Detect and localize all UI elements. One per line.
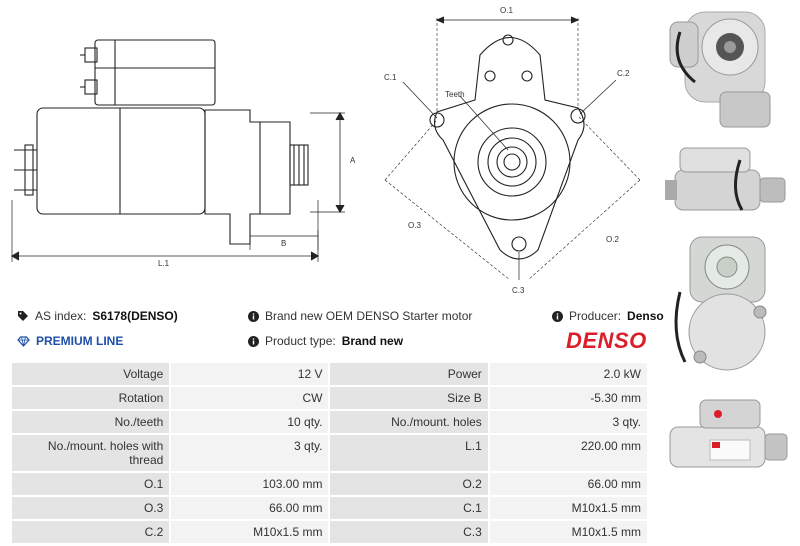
as-index-label: AS index: xyxy=(35,309,87,323)
premium-line-label: PREMIUM LINE xyxy=(36,334,124,348)
spec-value: 10 qty. xyxy=(171,411,329,433)
dim-label-o1: O.1 xyxy=(500,6,513,15)
product-type-row: Product type: Brand new xyxy=(248,334,403,348)
dim-label-a: A xyxy=(350,156,356,165)
producer-label: Producer: xyxy=(569,309,622,323)
spec-value: 12 V xyxy=(171,363,329,385)
dim-label-o3: O.3 xyxy=(408,221,421,230)
spec-label: No./teeth xyxy=(12,411,170,433)
info-icon xyxy=(248,335,259,347)
technical-drawings: A B L.1 O.1 O.2 O.3 C.1 C.2 C.3 Teeth xyxy=(10,6,641,295)
spec-value: 3 qty. xyxy=(489,411,647,433)
info-icon xyxy=(248,310,259,322)
spec-value: 220.00 mm xyxy=(489,435,647,471)
denso-logo: DENSO xyxy=(566,328,647,353)
dim-label-c1: C.1 xyxy=(384,73,397,82)
dim-label-l1: L.1 xyxy=(158,259,170,268)
dim-label-o2: O.2 xyxy=(606,235,619,244)
spec-label: L.1 xyxy=(330,435,488,471)
info-icon xyxy=(552,310,563,322)
spec-label: Power xyxy=(330,363,488,385)
tag-icon xyxy=(17,310,29,322)
starter-rear-photo xyxy=(674,236,767,371)
as-index-value: S6178(DENSO) xyxy=(92,309,178,323)
spec-label: O.1 xyxy=(12,473,170,495)
table-row: O.3 66.00 mm C.1 M10x1.5 mm xyxy=(12,497,647,519)
table-row: Voltage 12 V Power 2.0 kW xyxy=(12,363,647,385)
product-photo-2[interactable] xyxy=(660,140,795,222)
table-row: No./mount. holes with thread 3 qty. L.1 … xyxy=(12,435,647,471)
spec-value: 3 qty. xyxy=(171,435,329,471)
premium-line-row: PREMIUM LINE xyxy=(17,334,123,348)
diamond-icon xyxy=(17,335,30,347)
side-view-drawing xyxy=(10,39,345,262)
starter-label-photo xyxy=(669,399,788,468)
spec-label: Voltage xyxy=(12,363,170,385)
producer-value: Denso xyxy=(627,309,664,323)
spec-label: No./mount. holes with thread xyxy=(12,435,170,471)
starter-front-photo xyxy=(669,11,771,128)
spec-value: M10x1.5 mm xyxy=(171,521,329,543)
dim-label-teeth: Teeth xyxy=(445,90,465,99)
spec-label: Size B xyxy=(330,387,488,409)
spec-label: O.3 xyxy=(12,497,170,519)
producer-row: Producer: Denso xyxy=(552,309,664,323)
spec-value: M10x1.5 mm xyxy=(489,521,647,543)
product-photo-3[interactable] xyxy=(660,232,795,382)
product-photo-1[interactable] xyxy=(660,2,795,137)
spec-label: O.2 xyxy=(330,473,488,495)
spec-value: -5.30 mm xyxy=(489,387,647,409)
product-type-label: Product type: xyxy=(265,334,336,348)
spec-value: 2.0 kW xyxy=(489,363,647,385)
spec-label: C.3 xyxy=(330,521,488,543)
spec-value: CW xyxy=(171,387,329,409)
spec-value: 66.00 mm xyxy=(171,497,329,519)
spec-label: C.1 xyxy=(330,497,488,519)
spec-value: 66.00 mm xyxy=(489,473,647,495)
table-row: C.2 M10x1.5 mm C.3 M10x1.5 mm xyxy=(12,521,647,543)
dim-label-c3: C.3 xyxy=(512,286,525,295)
table-row: Rotation CW Size B -5.30 mm xyxy=(12,387,647,409)
dim-label-b: B xyxy=(281,239,286,248)
description-text: Brand new OEM DENSO Starter motor xyxy=(265,309,473,323)
spec-label: No./mount. holes xyxy=(330,411,488,433)
product-type-value: Brand new xyxy=(341,334,404,348)
spec-label: C.2 xyxy=(12,521,170,543)
table-row: No./teeth 10 qty. No./mount. holes 3 qty… xyxy=(12,411,647,433)
spec-value: 103.00 mm xyxy=(171,473,329,495)
front-view-drawing xyxy=(384,16,641,281)
dim-label-c2: C.2 xyxy=(617,69,630,78)
spec-label: Rotation xyxy=(12,387,170,409)
description-row: Brand new OEM DENSO Starter motor xyxy=(248,309,472,323)
product-photo-4[interactable] xyxy=(660,392,795,482)
spec-value: M10x1.5 mm xyxy=(489,497,647,519)
spec-table: Voltage 12 V Power 2.0 kW Rotation CW Si… xyxy=(10,361,649,545)
starter-top-photo xyxy=(665,147,786,211)
table-row: O.1 103.00 mm O.2 66.00 mm xyxy=(12,473,647,495)
as-index-row: AS index: S6178(DENSO) xyxy=(17,309,178,323)
